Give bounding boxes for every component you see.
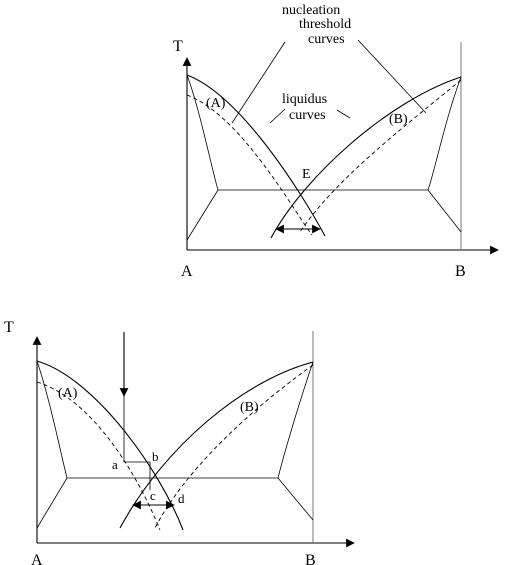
top-lower-left-boundary — [187, 190, 218, 240]
top-axis-t-label: T — [173, 38, 183, 55]
nucleation-annotation-line-2: threshold — [299, 17, 351, 32]
top-lower-right-boundary — [428, 190, 461, 232]
top-nucleation-leader-right — [358, 40, 426, 113]
top-label-a: A — [181, 263, 193, 280]
top-liquidus-leader-left — [270, 109, 285, 123]
top-region-b-label: (B) — [389, 112, 408, 127]
bottom-label-a: A — [31, 552, 43, 565]
top-region-a-label: (A) — [206, 96, 226, 111]
top-label-b: B — [455, 263, 466, 280]
nucleation-annotation-line-1: nucleation — [282, 3, 340, 18]
top-nucleation-leader-left — [232, 42, 285, 123]
bottom-region-a-label: (A) — [58, 386, 78, 401]
bottom-solidus-curve-a — [37, 361, 67, 478]
point-c-label: c — [150, 488, 156, 503]
top-phase-diagram: T A B nucleation threshold curves liquid… — [173, 3, 498, 280]
nucleation-annotation-line-3: curves — [308, 32, 345, 47]
bottom-lower-left-boundary — [37, 478, 67, 528]
bottom-nucleation-curve-a — [37, 382, 160, 530]
top-liquidus-leader-right — [337, 110, 350, 118]
bottom-region-b-label: (B) — [240, 400, 259, 415]
cooling-path — [124, 396, 150, 490]
point-a-label: a — [112, 457, 118, 472]
eutectic-point-label: E — [302, 167, 311, 182]
liquidus-annotation-line-2: curves — [289, 108, 326, 123]
point-b-label: b — [152, 449, 159, 464]
bottom-solidus-curve-b — [278, 362, 313, 478]
bottom-phase-diagram: T A B (A) (B) a b c d — [4, 319, 354, 565]
bottom-axis-t-label: T — [4, 319, 14, 336]
liquidus-annotation-line-1: liquidus — [282, 92, 327, 107]
bottom-lower-right-boundary — [278, 478, 313, 520]
top-solidus-curve-a — [187, 75, 218, 190]
bottom-label-b: B — [305, 552, 316, 565]
point-d-label: d — [178, 491, 185, 506]
